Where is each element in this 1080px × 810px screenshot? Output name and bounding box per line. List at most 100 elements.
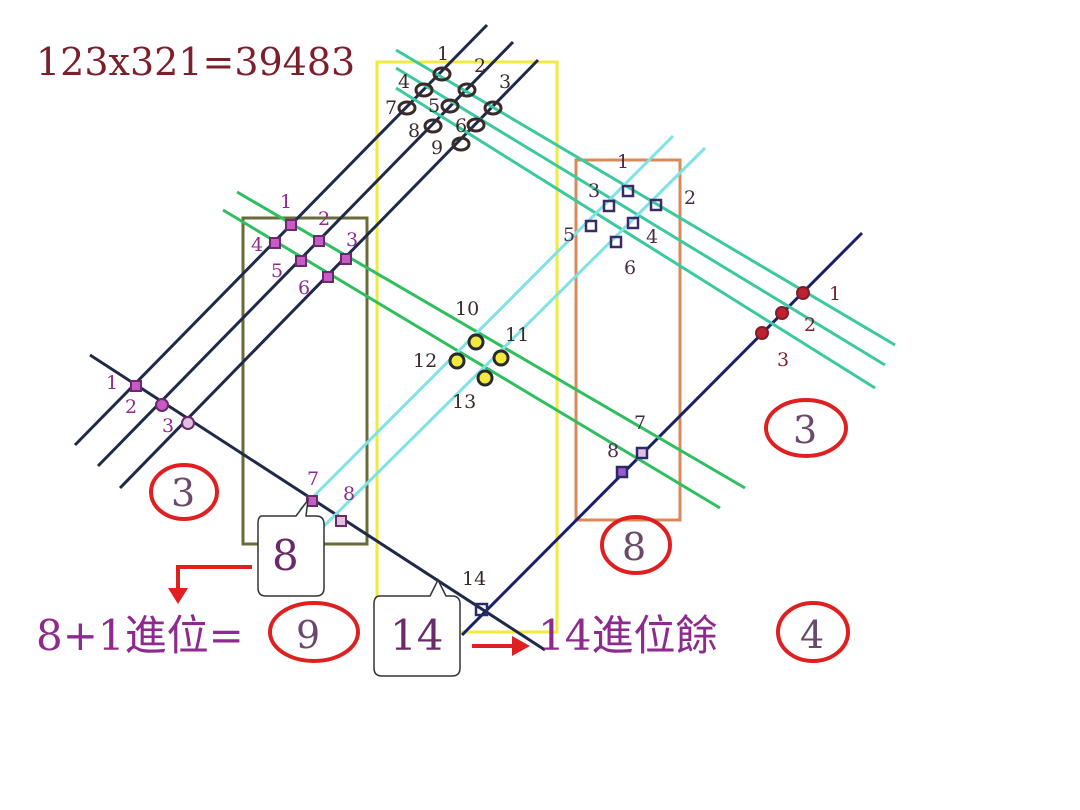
teal-line-1 (395, 48, 896, 347)
marker-lb-2 (313, 235, 325, 247)
circle-middle-8 (600, 515, 672, 575)
label-rb-1: 1 (617, 151, 629, 173)
marker-rl-7 (635, 446, 649, 460)
marker-rd-1 (796, 286, 810, 300)
marker-rb-6 (609, 235, 623, 249)
label-rl-8: 8 (607, 440, 619, 462)
circled-digit-right: 3 (793, 408, 817, 452)
teal-line-2 (395, 66, 886, 367)
circle-bottom-right-4 (776, 601, 850, 663)
marker-tc-9 (451, 136, 471, 152)
circle-right-3 (764, 398, 848, 458)
dark-line-2 (96, 40, 515, 468)
label-tc-1: 1 (437, 43, 449, 65)
label-rb-2: 2 (684, 187, 696, 209)
label-lb-4: 4 (251, 234, 263, 256)
circle-bottom-left-9 (268, 601, 360, 663)
label-rl-7: 7 (634, 412, 646, 434)
label-tl-2: 2 (125, 396, 137, 418)
circled-digit-bottom-right: 4 (800, 613, 824, 657)
label-tc-3: 3 (499, 71, 511, 93)
label-rd-2: 2 (804, 314, 816, 336)
green-line-2 (222, 208, 721, 510)
marker-lb-3 (340, 253, 352, 265)
marker-tc-7 (397, 100, 417, 116)
marker-lb-5 (295, 255, 307, 267)
cyan-line-2 (298, 134, 675, 512)
marker-tc-6 (466, 117, 486, 133)
label-lb-6: 6 (298, 277, 310, 299)
arrow-left-head (168, 588, 188, 604)
callout-center-bubble (373, 578, 461, 677)
cyan-line-1 (318, 146, 707, 532)
arrow-left (176, 565, 252, 590)
callout-center-text: 14 (390, 611, 443, 660)
label-lb-2: 2 (318, 208, 330, 230)
orange-box (574, 158, 682, 522)
navy-line-right (460, 231, 864, 637)
label-c-13: 13 (452, 391, 476, 413)
marker-tl-2 (155, 398, 169, 412)
marker-lb-6 (322, 271, 334, 283)
label-rb-6: 6 (624, 257, 636, 279)
label-c-11: 11 (505, 324, 529, 346)
marker-lb-4 (269, 237, 281, 249)
label-rd-1: 1 (829, 283, 841, 305)
label-bl-7: 7 (307, 468, 319, 490)
arrow-right-head (512, 636, 530, 656)
label-tc-2: 2 (474, 55, 486, 77)
label-lb-5: 5 (271, 260, 283, 282)
marker-rb-4 (626, 216, 640, 230)
teal-line-3 (395, 86, 876, 390)
marker-tl-3 (181, 416, 195, 430)
marker-rd-3 (755, 326, 769, 340)
label-tc-6: 6 (455, 115, 467, 137)
label-tc-5: 5 (428, 95, 440, 117)
label-tc-7: 7 (385, 97, 397, 119)
marker-rb-5 (584, 219, 598, 233)
label-lb-1: 1 (280, 191, 292, 213)
marker-rb-1 (621, 184, 635, 198)
marker-lb-1 (285, 219, 297, 231)
label-tl-3: 3 (162, 415, 174, 437)
bottom-right-text: 14進位餘 (538, 611, 717, 660)
marker-rb-3 (602, 199, 616, 213)
marker-c-11 (492, 349, 510, 367)
marker-bl-8 (335, 515, 347, 527)
circled-digit-left: 3 (171, 471, 195, 515)
marker-rb-2 (649, 198, 663, 212)
callout-left-bubble (257, 497, 325, 597)
label-lb-3: 3 (346, 229, 358, 251)
label-tc-4: 4 (398, 71, 410, 93)
label-tc-9: 9 (431, 137, 443, 159)
label-c-12: 12 (413, 350, 437, 372)
equation-title: 123x321=39483 (36, 40, 355, 84)
marker-tc-4 (414, 82, 434, 98)
marker-rd-2 (775, 306, 789, 320)
label-rb-4: 4 (646, 226, 658, 248)
circled-digit-middle: 8 (622, 525, 646, 569)
label-rb-3: 3 (588, 180, 600, 202)
label-tc-8: 8 (408, 120, 420, 142)
marker-c-13 (476, 369, 494, 387)
label-rd-3: 3 (777, 349, 789, 371)
label-bl-8: 8 (343, 483, 355, 505)
label-bc-14: 14 (462, 568, 486, 590)
callout-left-text: 8 (272, 531, 299, 580)
marker-tc-8 (423, 118, 443, 134)
label-rb-5: 5 (563, 224, 575, 246)
circled-digit-bottom-left: 9 (296, 613, 320, 657)
marker-tc-3 (483, 100, 503, 116)
marker-bc-14 (474, 602, 489, 617)
marker-c-10 (467, 333, 485, 351)
marker-c-12 (448, 352, 466, 370)
label-c-10: 10 (455, 298, 479, 320)
circle-left-3 (149, 463, 219, 521)
bottom-left-text: 8+1進位= (36, 611, 244, 660)
label-tl-1: 1 (106, 372, 118, 394)
marker-tl-1 (130, 380, 142, 392)
marker-tc-2 (457, 82, 477, 98)
marker-rl-8 (615, 465, 629, 479)
marker-tc-5 (440, 98, 460, 114)
